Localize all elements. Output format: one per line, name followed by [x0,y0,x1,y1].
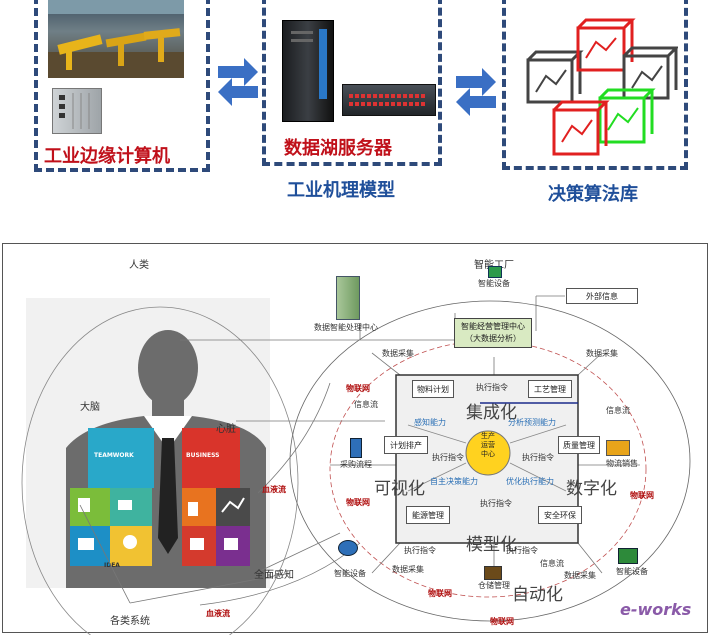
iot-label-2: 物联网 [346,497,370,507]
modeling-label: 模型化 [466,535,517,555]
center-line1: 生产 [481,432,495,440]
energy-mgmt-box: 能源管理 [406,506,450,524]
factory-machines-graphic [48,0,184,78]
watermark-logo: e-works [620,600,692,619]
info-flow-label-2: 信息流 [606,406,630,415]
factory-title: 智能工厂 [474,256,514,271]
logistics-label: 物流销售 [606,459,638,468]
server-icon [336,276,360,320]
human-title: 人类 [129,260,149,271]
algorithm-cubes-graphic [526,18,678,156]
data-center-label: 数据智能处理中心 [314,323,378,332]
exec-cmd-label-1: 执行指令 [476,383,508,392]
blood-flow-label-1: 血液流 [262,484,286,494]
logistics-icon [606,440,630,456]
edge-computer-label: 工业边缘计算机 [44,146,170,167]
brain-label: 大脑 [80,402,100,413]
center-line2: 运营 [481,441,495,449]
exchange-arrows-right [456,68,496,116]
decision-frame [502,0,688,170]
center-line3: 中心 [481,450,495,458]
edge-computer-device [52,88,102,134]
smart-device-left-icon [338,540,358,556]
decision-label: 决策算法库 [548,184,638,205]
exec-cmd-label-2: 执行指令 [432,453,464,462]
integration-label: 集成化 [466,403,517,423]
smart-device-left-label: 智能设备 [334,569,366,578]
edge-computer-frame [34,0,210,172]
info-flow-label-3: 信息流 [540,559,564,568]
perception-label: 感知能力 [414,418,446,427]
procurement-icon [350,438,362,458]
external-info-box: 外部信息 [566,288,638,304]
server-details-graphic [291,29,327,99]
smart-device-right-icon [618,548,638,564]
systems-label: 各类系统 [110,616,150,627]
data-collect-label-3: 数据采集 [392,565,424,574]
exec-cmd-label-5: 执行指令 [404,546,436,555]
optimize-exec-label: 优化执行能力 [506,477,554,486]
business-label: BUSINESS [186,452,220,459]
mgmt-center-line1: 智能经营管理中心 [461,322,525,331]
plan-schedule-box: 计划排产 [384,436,428,454]
safety-env-box: 安全环保 [538,506,582,524]
model-label: 工业机理模型 [287,180,395,201]
mgmt-center-line2: （大数据分析） [465,334,521,343]
switch-ports-graphic [349,94,425,106]
exchange-arrows-left [218,58,258,106]
datalake-frame [262,0,442,166]
quality-mgmt-box: 质量管理 [558,436,600,454]
info-flow-label-1: 信息流 [354,400,378,409]
process-mgmt-box: 工艺管理 [528,380,572,398]
heart-label: 心脏 [216,424,236,435]
mgmt-center-box: 智能经营管理中心 （大数据分析） [454,318,532,348]
iot-label-5: 物联网 [490,616,514,626]
datalake-label: 数据湖服务器 [284,138,392,159]
human-figure-graphic [66,330,266,588]
factory-photo [48,0,184,78]
data-collect-label-4: 数据采集 [564,571,596,580]
smart-device-top-label: 智能设备 [478,279,510,288]
iot-label-3: 物联网 [630,490,654,500]
data-collect-label-1: 数据采集 [382,349,414,358]
exec-cmd-label-4: 执行指令 [480,499,512,508]
exec-cmd-label-3: 执行指令 [522,453,554,462]
iot-label-1: 物联网 [346,383,370,393]
material-plan-box: 物料计划 [412,380,454,398]
device-ports-graphic [59,93,90,129]
teamwork-label: TEAMWORK [94,452,134,459]
blood-flow-label-2: 血液流 [206,608,230,618]
exec-cmd-label-6: 执行指令 [506,546,538,555]
diagram-frame [2,243,708,633]
autonomous-decision-label: 自主决策能力 [430,477,478,486]
automation-label: 自动化 [512,585,563,605]
network-switch [342,84,436,116]
procurement-label: 采购流程 [340,460,372,469]
server-tower [282,20,334,122]
digitalization-label: 数字化 [566,479,617,499]
analysis-predict-label: 分析预测能力 [508,418,556,427]
warehouse-icon [484,566,502,580]
iot-label-4: 物联网 [428,588,452,598]
full-perception-label: 全面感知 [254,570,294,581]
data-collect-label-2: 数据采集 [586,349,618,358]
center-circle-text: 生产 运营 中心 [472,432,504,459]
smart-device-top-icon [488,266,502,278]
warehouse-label: 仓储管理 [478,581,510,590]
smart-device-right-label: 智能设备 [616,567,648,576]
idea-label: IDEA [104,562,120,569]
visualization-label: 可视化 [374,479,425,499]
